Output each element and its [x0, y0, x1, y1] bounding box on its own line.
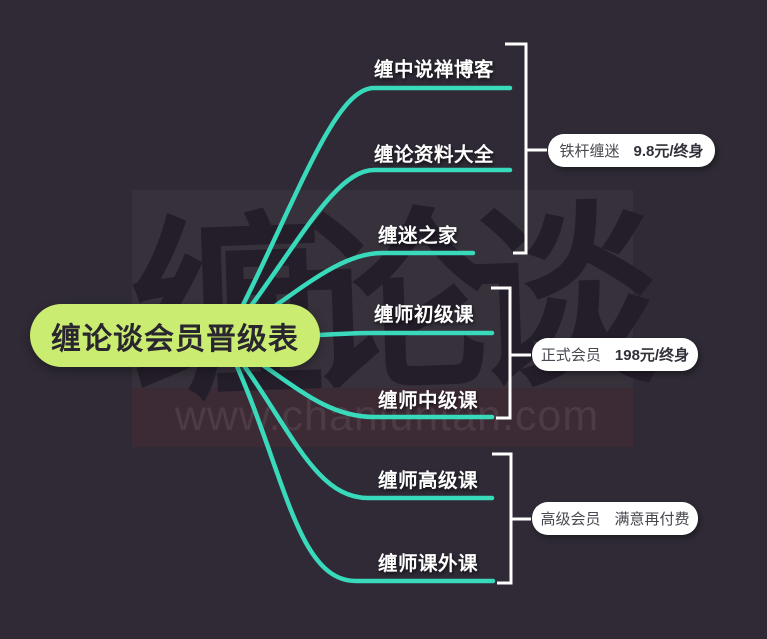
- branch-line-6: [222, 337, 495, 501]
- tier-badge-gaoji-huiyuan[interactable]: 高级会员 满意再付费: [532, 502, 698, 535]
- tier-price: 198元/终身: [614, 347, 690, 364]
- group-bracket-3: [492, 452, 531, 585]
- tier-badge-zhengshi-huiyuan[interactable]: 正式会员 198元/终身: [532, 338, 698, 371]
- branch-line-7: [222, 337, 496, 584]
- tier-name: 正式会员: [540, 347, 601, 364]
- tier-name: 高级会员: [540, 511, 601, 528]
- tier-name: 铁杆缠迷: [559, 143, 620, 160]
- topic-node-chanzhongshuochan-blog[interactable]: 缠中说禅博客: [374, 59, 495, 81]
- group-bracket-1: [505, 42, 547, 255]
- topic-node-chanshi-zhongji[interactable]: 缠师中级课: [378, 390, 479, 412]
- group-bracket-2: [491, 286, 531, 420]
- topic-node-chanshi-gaoji[interactable]: 缠师高级课: [378, 470, 479, 492]
- topic-node-chanlun-ziliao[interactable]: 缠论资料大全: [374, 144, 495, 166]
- tier-price: 满意再付费: [614, 511, 690, 528]
- tier-price: 9.8元/终身: [633, 143, 704, 160]
- root-topic-label: 缠论谈会员晋级表: [51, 322, 299, 356]
- root-topic-node[interactable]: 缠论谈会员晋级表: [30, 304, 320, 367]
- topic-node-chanshi-kewai[interactable]: 缠师课外课: [378, 553, 479, 575]
- branch-line-1: [222, 85, 513, 343]
- tier-badge-tiegan-chanmi[interactable]: 铁杆缠迷 9.8元/终身: [548, 134, 715, 167]
- topic-node-chanmi-zhijia[interactable]: 缠迷之家: [378, 225, 459, 247]
- topic-node-chanshi-chuji[interactable]: 缠师初级课: [374, 304, 475, 326]
